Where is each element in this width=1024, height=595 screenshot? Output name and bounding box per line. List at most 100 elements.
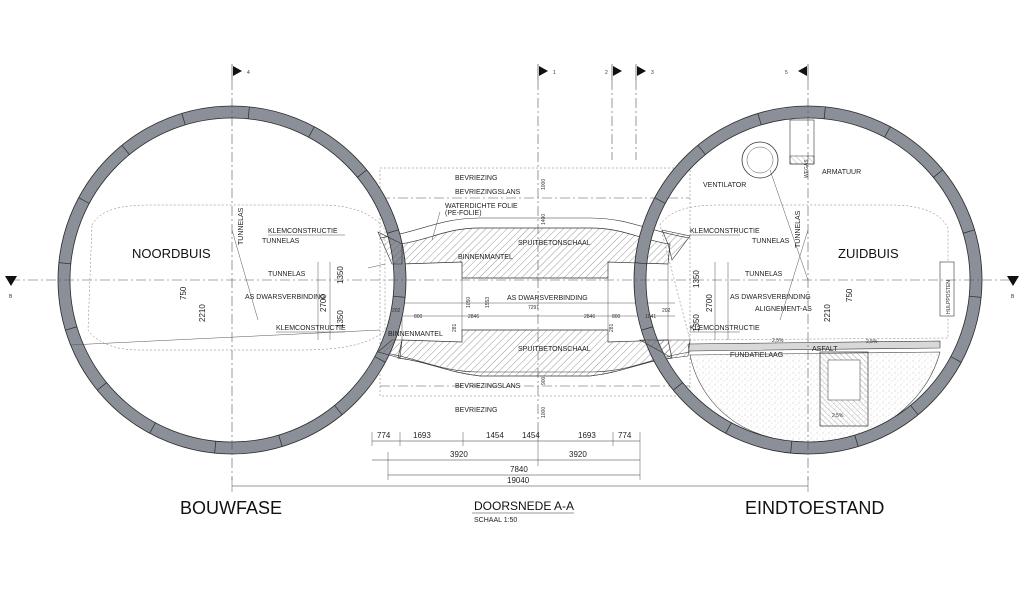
- center-dimensions: 1000 1400 1553 1050 900 1000 800 2846 28…: [392, 179, 671, 418]
- ventilator-icon: [741, 141, 779, 179]
- label-as-dwarsverbinding-left: AS DWARSVERBINDING: [245, 294, 326, 301]
- ring-segment-joint: [823, 106, 826, 119]
- ring-segment-joint: [950, 356, 962, 363]
- label-tunnelas-vertical-right: TUNNELAS: [795, 210, 802, 248]
- svg-text:19040: 19040: [507, 476, 530, 485]
- binnenmantel-bottom: [397, 329, 673, 377]
- section-marker-2: 2: [605, 64, 622, 80]
- label-side-cabinet: HULPPOSTEN: [946, 280, 952, 314]
- label-armatuur: ARMATUUR: [822, 169, 861, 176]
- label-bevriezingslans-bottom: BEVRIEZINGSLANS: [455, 383, 521, 390]
- cross-passage: [379, 167, 691, 397]
- passage-connection-right: [638, 229, 691, 359]
- label-binnenmantel-bottom: BINNENMANTEL: [388, 331, 443, 338]
- ring-segment-joint: [963, 229, 975, 234]
- section-marker-b-left: B: [5, 276, 17, 300]
- ring-segment-joint: [247, 106, 250, 119]
- svg-text:1350: 1350: [692, 314, 701, 332]
- svg-text:1350: 1350: [336, 310, 345, 328]
- label-binnenmantel-top: BINNENMANTEL: [458, 254, 513, 261]
- ring-segment-joint: [910, 405, 919, 415]
- section-markers: 4 1 2 3 5 B B: [5, 64, 1019, 300]
- passage-connection-left: [377, 231, 403, 359]
- section-marker-3: 3: [635, 64, 654, 80]
- binnenmantel-top: [399, 227, 671, 279]
- ring-segment-joint: [78, 197, 90, 204]
- svg-text:2210: 2210: [198, 304, 207, 322]
- spuitbeton-shell-top: [379, 217, 691, 239]
- label-alignement-as: ALIGNEMENT-AS: [755, 306, 812, 313]
- svg-text:1400: 1400: [541, 214, 547, 225]
- eindtoestand-title: EINDTOESTAND: [745, 498, 884, 518]
- bouwfase-title: BOUWFASE: [180, 498, 282, 518]
- svg-text:3920: 3920: [569, 450, 587, 459]
- noordbuis-labels: TUNNELAS KLEMCONSTRUCTIE TUNNELAS TUNNEL…: [238, 207, 346, 333]
- ring-segment-joint: [884, 126, 891, 138]
- passage-labels: BEVRIEZING BEVRIEZINGSLANS WATERDICHTE F…: [367, 175, 591, 414]
- noordbuis-inner-profile: [87, 204, 386, 351]
- label-tunnelas-right-2: TUNNELAS: [745, 271, 783, 278]
- svg-text:5: 5: [785, 70, 788, 76]
- side-cabinet: [939, 261, 955, 317]
- svg-text:2846: 2846: [468, 314, 479, 320]
- noordbuis-title: NOORDBUIS: [132, 246, 211, 261]
- ring-segment-joint: [121, 145, 130, 155]
- label-spuitbeton-bottom: SPUITBETONSCHAAL: [518, 346, 591, 353]
- svg-text:1041: 1041: [645, 314, 656, 320]
- ring-segment-joint: [181, 113, 186, 125]
- svg-text:202: 202: [392, 308, 401, 314]
- svg-text:1000: 1000: [541, 179, 547, 190]
- svg-text:1000: 1000: [541, 407, 547, 418]
- zuidbuis-title: ZUIDBUIS: [838, 246, 899, 261]
- label-fundatielaag: FUNDATIELAAG: [730, 352, 783, 359]
- svg-text:2700: 2700: [319, 294, 328, 312]
- svg-text:1553: 1553: [485, 297, 491, 308]
- svg-text:281: 281: [609, 323, 615, 332]
- section-marker-5: 5: [785, 64, 809, 80]
- label-tunnelas-left-1: TUNNELAS: [262, 238, 300, 245]
- label-bevriezingslans-top: BEVRIEZINGSLANS: [455, 189, 521, 196]
- label-spuitbeton-top: SPUITBETONSCHAAL: [518, 240, 591, 247]
- svg-text:7291: 7291: [528, 305, 539, 311]
- label-ventilator: VENTILATOR: [703, 182, 746, 189]
- svg-text:800: 800: [414, 314, 423, 320]
- svg-text:2: 2: [605, 70, 608, 76]
- svg-text:4: 4: [247, 70, 250, 76]
- label-klemconstructie-top-left: KLEMCONSTRUCTIE: [268, 228, 338, 235]
- ring-segment-joint: [641, 326, 653, 331]
- ring-segment-joint: [387, 229, 399, 234]
- svg-text:1454: 1454: [486, 431, 504, 440]
- svg-text:B: B: [1011, 294, 1015, 300]
- axis-lines: [10, 80, 1015, 480]
- ring-segment-joint: [334, 405, 343, 415]
- label-tunnelas-vertical-left: TUNNELAS: [238, 207, 245, 245]
- svg-text:3920: 3920: [450, 450, 468, 459]
- svg-text:774: 774: [377, 431, 391, 440]
- section-title: DOORSNEDE A-A: [474, 499, 574, 513]
- zuidbuis-inner-profile: [659, 204, 949, 341]
- ring-segment-joint: [673, 382, 683, 391]
- label-as-dwarsverbinding-right: AS DWARSVERBINDING: [730, 294, 811, 301]
- label-klemconstructie-bottom-right: KLEMCONSTRUCTIE: [690, 325, 760, 332]
- svg-text:1693: 1693: [413, 431, 431, 440]
- ring-segment-joint: [969, 295, 982, 298]
- label-klemconstructie-bottom-left: KLEMCONSTRUCTIE: [276, 325, 346, 332]
- ring-segment-joint: [933, 169, 943, 178]
- svg-text:1454: 1454: [522, 431, 540, 440]
- svg-text:1050: 1050: [466, 297, 472, 308]
- ring-segment-joint: [58, 262, 71, 265]
- svg-text:7840: 7840: [510, 465, 528, 474]
- bottom-dimension-chain: 774 1693 1454 1454 1693 774 3920 3920 78…: [231, 431, 809, 492]
- ring-segment-joint: [634, 262, 647, 265]
- section-marker-4: 4: [231, 64, 250, 80]
- ring-segment-joint: [357, 169, 367, 178]
- ring-segment-joint: [214, 441, 217, 454]
- label-waterdichte-folie: WATERDICHTE FOLIE: [445, 203, 518, 210]
- scale-label: SCHAAL 1:50: [474, 517, 517, 524]
- svg-text:3: 3: [651, 70, 654, 76]
- svg-text:1350: 1350: [336, 266, 345, 284]
- section-marker-1: 1: [537, 64, 556, 80]
- ring-segment-joint: [374, 356, 386, 363]
- ring-segment-joint: [654, 197, 666, 204]
- svg-text:2700: 2700: [705, 294, 714, 312]
